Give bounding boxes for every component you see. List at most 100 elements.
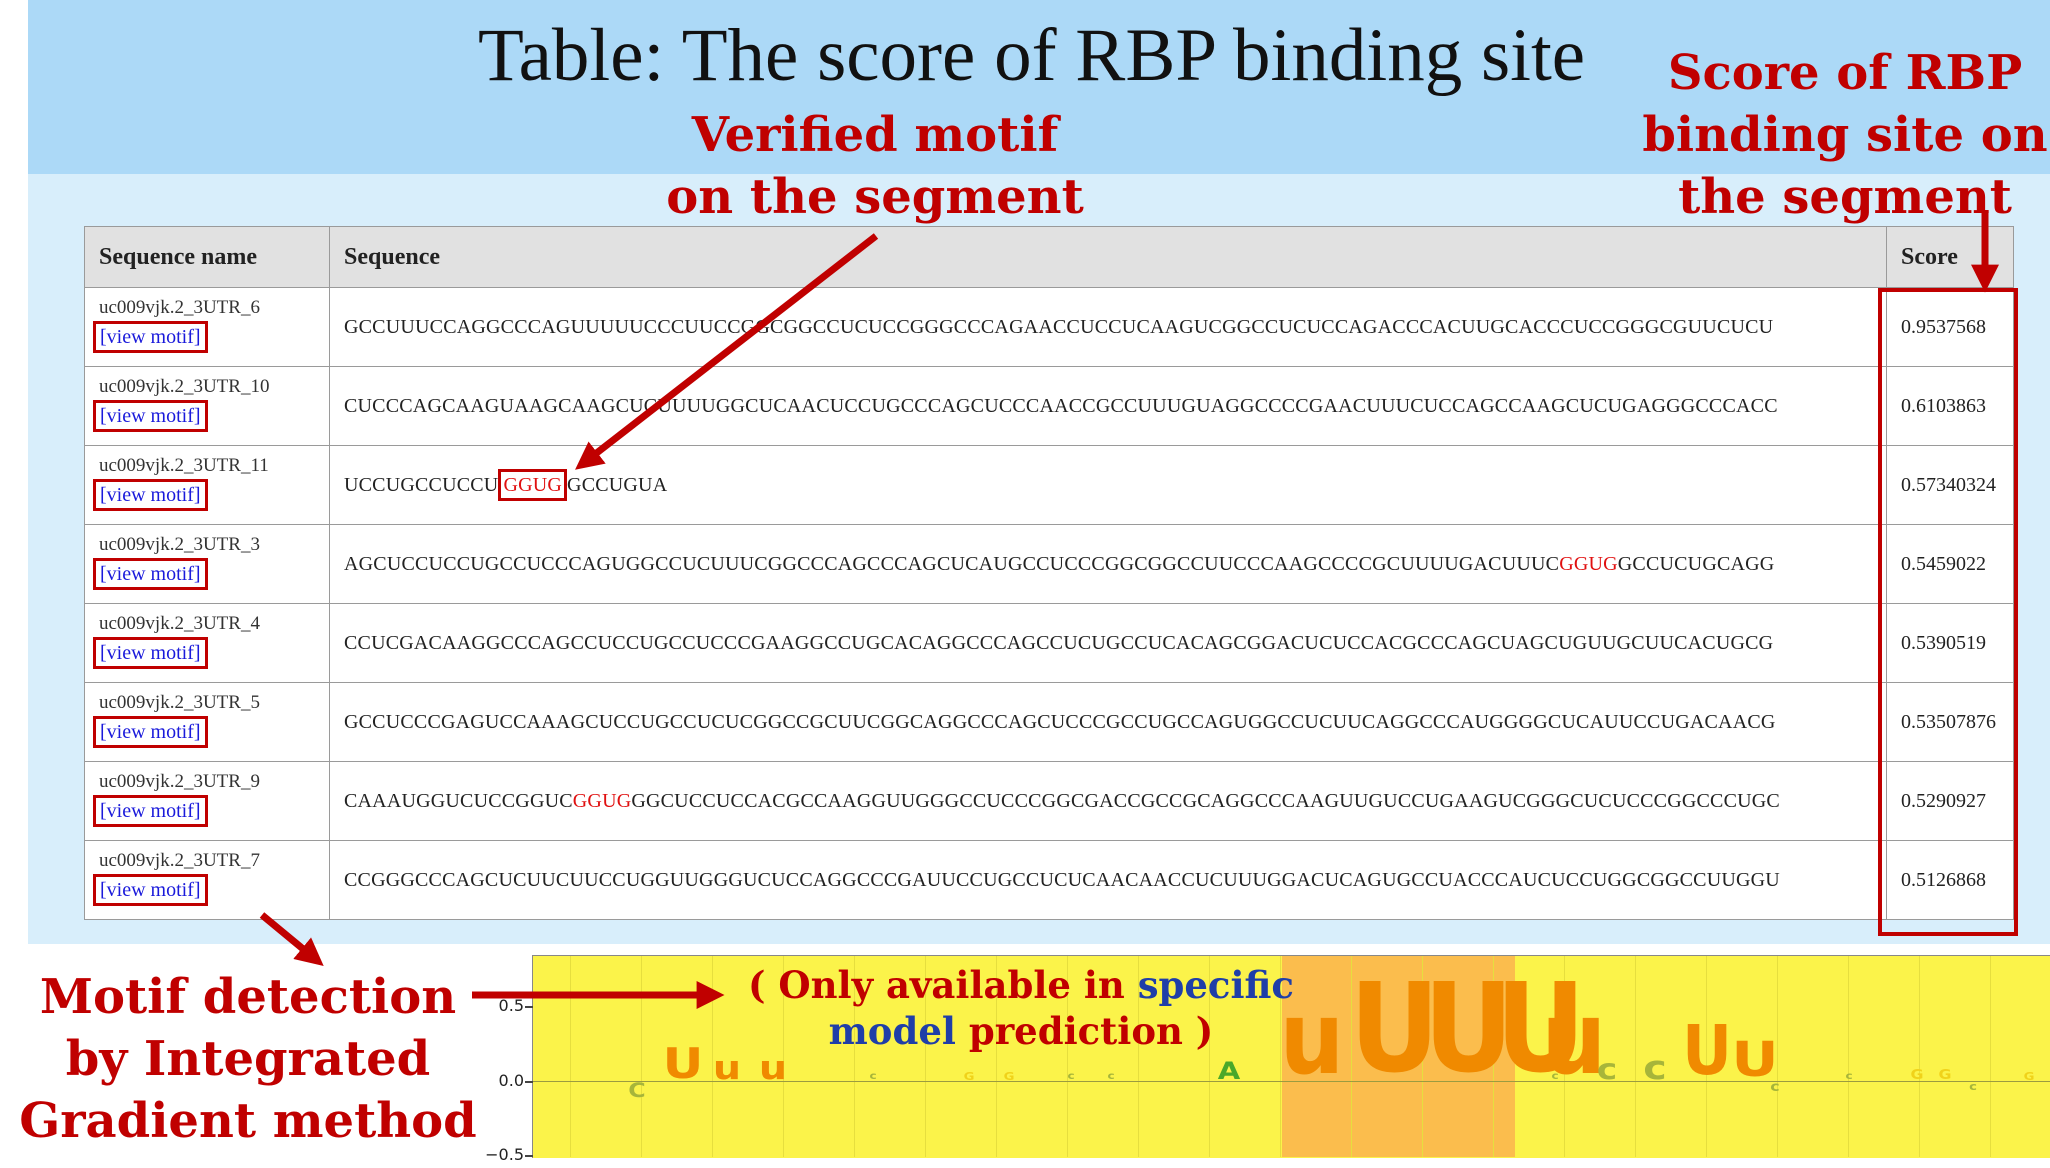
score-table: Sequence name Sequence Score uc009vjk.2_… bbox=[84, 226, 2014, 920]
arrow-to-view-motif bbox=[259, 912, 324, 967]
cell-sequence: CCUCGACAAGGCCCAGCCUCCUGCCUCCCGAAGGCCUGCA… bbox=[329, 603, 1887, 683]
logo-gridline bbox=[1422, 956, 1423, 1157]
logo-letter: C bbox=[628, 1079, 646, 1102]
annotation-line: the segment bbox=[1678, 169, 2012, 225]
header-sequence-name: Sequence name bbox=[84, 226, 330, 288]
cell-score: 0.5290927 bbox=[1886, 761, 2014, 841]
ytick-label: −0.5 bbox=[485, 1145, 524, 1164]
logo-gridline bbox=[1280, 956, 1281, 1157]
annotation-part: ( Only available in bbox=[748, 963, 1138, 1007]
logo-zero-line bbox=[532, 1081, 2050, 1082]
header-band bbox=[28, 0, 2050, 174]
view-motif-link[interactable]: [view motif] bbox=[93, 321, 208, 353]
motif-segment: GGUG bbox=[572, 789, 632, 812]
cell-sequence: CAAAUGGUCUCCGGUCGGUGGGCUCCUCCACGCCAAGGUU… bbox=[329, 761, 1887, 841]
annotation-part: prediction ) bbox=[955, 1009, 1214, 1053]
logo-letter: c bbox=[1596, 1051, 1618, 1086]
view-motif-link[interactable]: [view motif] bbox=[93, 637, 208, 669]
sequence-text: CCGGGCCCAGCUCUUCUUCCUGGUUGGGUCUCCAGGCCCG… bbox=[344, 869, 1780, 891]
ytick-label: 0.0 bbox=[498, 1071, 524, 1090]
logo-letter: U bbox=[1731, 1032, 1779, 1089]
logo-gridline bbox=[783, 956, 784, 1157]
cell-sequence: CUCCCAGCAAGUAAGCAAGCUCUUUUGGCUCAACUCCUGC… bbox=[329, 366, 1887, 446]
sequence-text: CUCCCAGCAAGUAAGCAAGCUCUUUUGGCUCAACUCCUGC… bbox=[344, 395, 1778, 417]
annotation-line: on the segment bbox=[666, 169, 1084, 225]
sequence-pre: GCCUUUCCAGGCCCAGUUUUUCCCUUCCGGCGGCCUCUCC… bbox=[344, 315, 1774, 338]
sequence-text: GCCUCCCGAGUCCAAAGCUCCUGCCUCUCGGCCGCUUCGG… bbox=[344, 711, 1776, 733]
sequence-name: uc009vjk.2_3UTR_6 bbox=[99, 297, 260, 318]
annotation-line: Score of RBP bbox=[1667, 45, 2023, 101]
sequence-pre: CCUCGACAAGGCCCAGCCUCCUGCCUCCCGAAGGCCUGCA… bbox=[344, 631, 1774, 654]
logo-letter: G bbox=[1938, 1067, 1952, 1083]
cell-sequence-name: uc009vjk.2_3UTR_3 [view motif] bbox=[84, 524, 330, 604]
sequence-text: CAAAUGGUCUCCGGUCGGUGGGCUCCUCCACGCCAAGGUU… bbox=[344, 790, 1780, 812]
logo-gridline bbox=[854, 956, 855, 1157]
sequence-post: GCCUGUA bbox=[567, 473, 668, 496]
table-row: uc009vjk.2_3UTR_7[view motif] CCGGGCCCAGC… bbox=[84, 840, 2014, 920]
logo-gridline bbox=[1848, 956, 1849, 1157]
cell-sequence-name: uc009vjk.2_3UTR_11[view motif] bbox=[84, 445, 330, 525]
annotation-part: specific bbox=[1137, 963, 1294, 1007]
sequence-text: CCUCGACAAGGCCCAGCCUCCUGCCUCCCGAAGGCCUGCA… bbox=[344, 632, 1773, 654]
arrow-to-motif bbox=[575, 233, 879, 470]
sequence-text: GCCUUUCCAGGCCCAGUUUUUCCCUUCCGGCGGCCUCUCC… bbox=[344, 316, 1773, 338]
view-motif-link[interactable]: [view motif] bbox=[93, 400, 208, 432]
logo-gridline bbox=[570, 956, 571, 1157]
view-motif-link[interactable]: [view motif] bbox=[93, 558, 208, 590]
sequence-pre: CUCCCAGCAAGUAAGCAAGCUCUUUUGGCUCAACUCCUGC… bbox=[344, 394, 1778, 417]
sequence-pre: CAAAUGGUCUCCGGUC bbox=[344, 789, 573, 812]
sequence-name: uc009vjk.2_3UTR_3 bbox=[99, 534, 260, 555]
logo-gridline bbox=[1493, 956, 1494, 1157]
logo-letter: U bbox=[1682, 1012, 1732, 1092]
table-row: uc009vjk.2_3UTR_5 [view motif] GCCUCCCGAGU… bbox=[84, 682, 2014, 762]
logo-gridline bbox=[996, 956, 997, 1157]
sequence-name: uc009vjk.2_3UTR_4 bbox=[99, 613, 260, 634]
logo-gridline bbox=[1635, 956, 1636, 1157]
logo-letter: G bbox=[1003, 1069, 1015, 1083]
sequence-post: GGCUCCUCCACGCCAAGGUUGGGCCUCCCGGCGACCGCCG… bbox=[631, 789, 1780, 812]
cell-sequence-name: uc009vjk.2_3UTR_4 [view motif] bbox=[84, 603, 330, 683]
logo-letter: c bbox=[1770, 1080, 1780, 1095]
cell-sequence-name: uc009vjk.2_3UTR_7[view motif] bbox=[84, 840, 330, 920]
logo-letter: u bbox=[1541, 978, 1607, 1097]
logo-gridline bbox=[1777, 956, 1778, 1157]
logo-gridline bbox=[1564, 956, 1565, 1157]
cell-score: 0.5390519 bbox=[1886, 603, 2014, 683]
sequence-name: uc009vjk.2_3UTR_5 bbox=[99, 692, 260, 713]
logo-gridline bbox=[641, 956, 642, 1157]
view-motif-link[interactable]: [view motif] bbox=[93, 479, 208, 511]
header-sequence: Sequence bbox=[329, 226, 1887, 288]
logo-gridline bbox=[1351, 956, 1352, 1157]
logo-letter: c bbox=[869, 1070, 877, 1082]
ytick-mark bbox=[525, 1081, 533, 1083]
cell-sequence-name: uc009vjk.2_3UTR_6 [view motif] bbox=[84, 287, 330, 367]
sequence-text: AGCUCCUCCUGCCUCCCAGUGGCCUCUUUCGGCCCAGCCC… bbox=[344, 553, 1774, 575]
view-motif-link[interactable]: [view motif] bbox=[93, 716, 208, 748]
view-motif-link[interactable]: [view motif] bbox=[93, 795, 208, 827]
table-row: uc009vjk.2_3UTR_10[view motif] CUCCCAGCAA… bbox=[84, 366, 2014, 446]
logo-gridline bbox=[1209, 956, 1210, 1157]
cell-sequence: GCCUCCCGAGUCCAAAGCUCCUGCCUCUCGGCCGCUUCGG… bbox=[329, 682, 1887, 762]
cell-sequence: AGCUCCUCCUGCCUCCCAGUGGCCUCUUUCGGCCCAGCCC… bbox=[329, 524, 1887, 604]
logo-letter: c bbox=[1551, 1070, 1559, 1082]
ytick-label: 0.5 bbox=[498, 996, 524, 1015]
logo-letter: u bbox=[1279, 978, 1345, 1097]
page-title: Table: The score of RBP binding site bbox=[478, 14, 1586, 97]
cell-sequence-name: uc009vjk.2_3UTR_10[view motif] bbox=[84, 366, 330, 446]
annotation-line: Motif detection bbox=[39, 969, 457, 1025]
logo-letter: G bbox=[963, 1069, 975, 1083]
motif-segment: GGUG bbox=[498, 468, 568, 501]
logo-letter: G bbox=[2023, 1069, 2035, 1083]
motif-segment: GGUG bbox=[1559, 552, 1618, 575]
sequence-pre: AGCUCCUCCUGCCUCCCAGUGGCCUCUUUCGGCCCAGCCC… bbox=[344, 552, 1560, 575]
cell-sequence: CCGGGCCCAGCUCUUCUUCCUGGUUGGGUCUCCAGGCCCG… bbox=[329, 840, 1887, 920]
logo-gridline bbox=[1706, 956, 1707, 1157]
sequence-post: GCCUCUGCAGG bbox=[1617, 552, 1775, 575]
logo-letter: U bbox=[662, 1038, 704, 1088]
annotation-line: binding site on bbox=[1642, 107, 2048, 163]
view-motif-link[interactable]: [view motif] bbox=[93, 874, 208, 906]
logo-gridline bbox=[1919, 956, 1920, 1157]
annotation-verified-motif: Verified motif on the segment bbox=[640, 104, 1110, 228]
